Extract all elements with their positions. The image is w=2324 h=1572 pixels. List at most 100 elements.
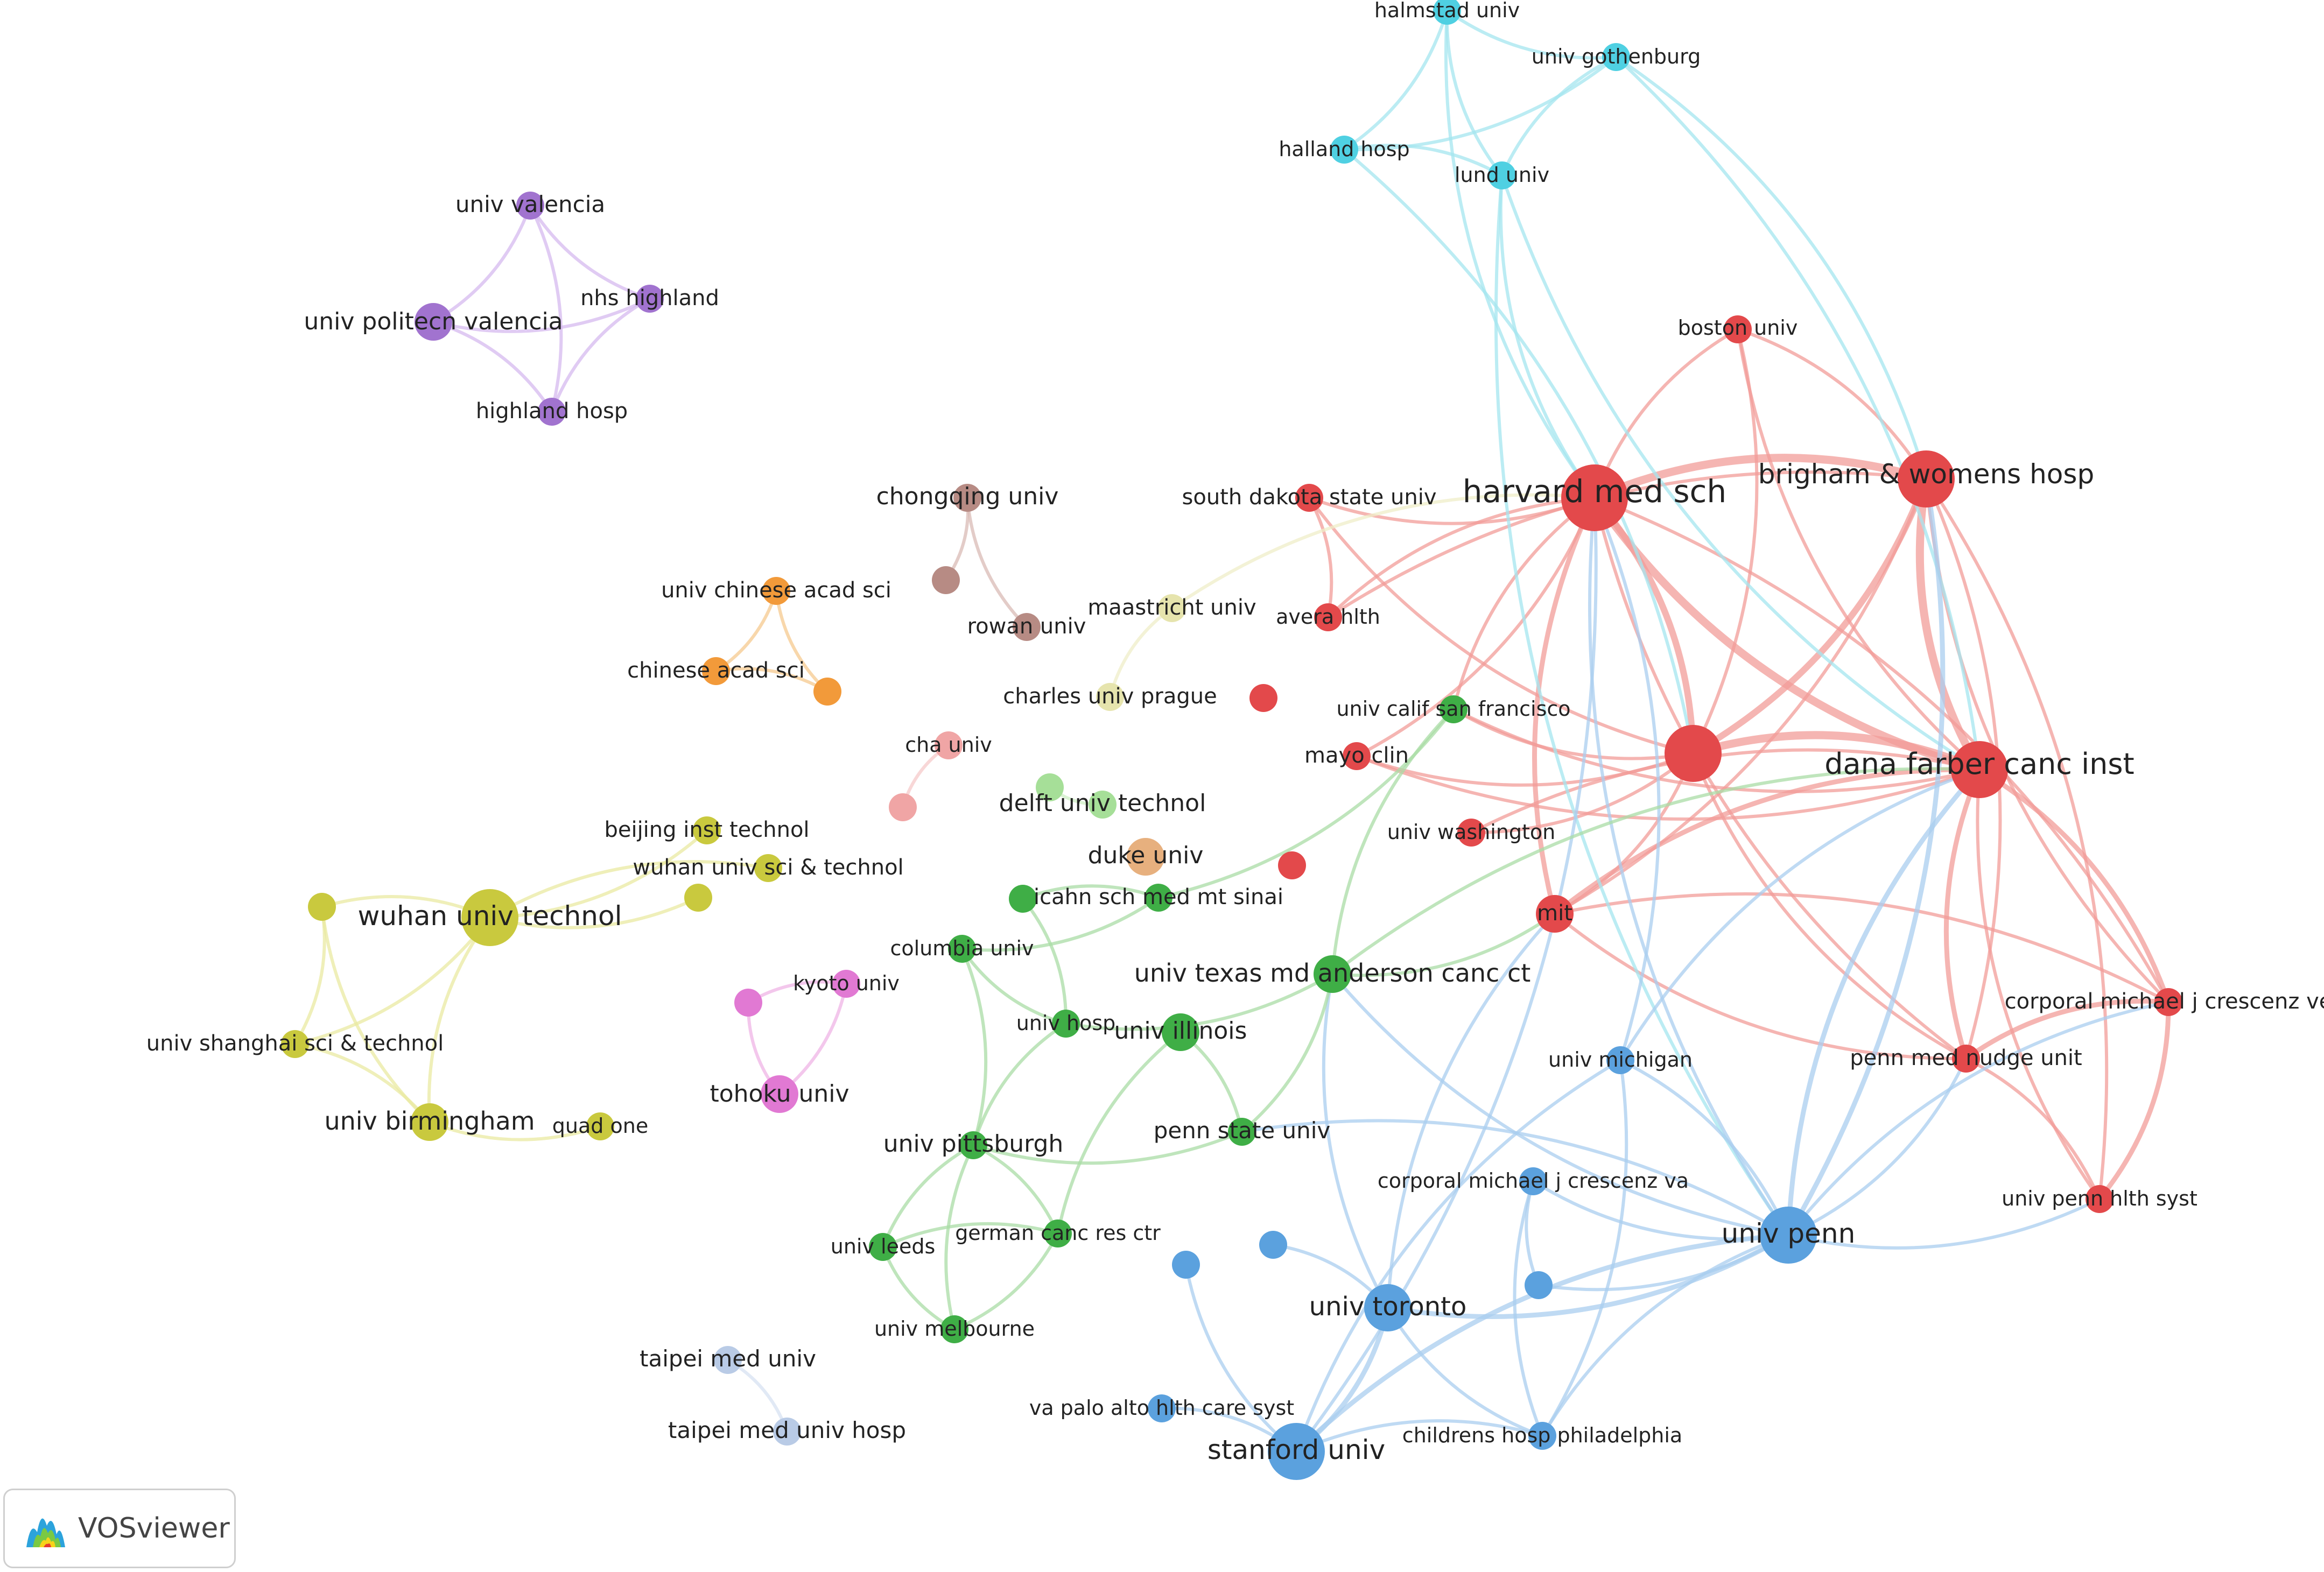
link-lund-dfci — [1500, 175, 1981, 771]
node-lightredsmall[interactable] — [889, 793, 917, 821]
node-upenn[interactable] — [1760, 1207, 1817, 1264]
label-upv: univ politecn valencia — [304, 308, 563, 335]
node-birmingham[interactable] — [411, 1103, 448, 1141]
node-taipei[interactable] — [714, 1346, 742, 1374]
node-usst[interactable] — [281, 1030, 309, 1058]
node-gothenburg[interactable] — [1602, 43, 1630, 71]
node-nudge[interactable] — [1952, 1045, 1980, 1073]
label-lund: lund univ — [1455, 163, 1549, 187]
node-halmstad[interactable] — [1433, 0, 1461, 25]
link-sdsu-avera — [1308, 497, 1333, 618]
node-rowan[interactable] — [1013, 613, 1041, 641]
node-halland[interactable] — [1330, 136, 1358, 164]
link-valencia-highlandhosp — [529, 205, 563, 412]
link-usst-birmingham — [294, 1042, 431, 1123]
node-charles[interactable] — [1096, 683, 1124, 711]
node-cha[interactable] — [935, 731, 963, 759]
node-lightgreensmall[interactable] — [1036, 773, 1064, 801]
node-avera[interactable] — [1314, 603, 1342, 631]
node-pennhlth[interactable] — [2086, 1185, 2114, 1213]
node-orangesmall[interactable] — [813, 678, 841, 706]
link-mdanderson-mit — [1332, 912, 1556, 977]
link-pennhlth-cmjcve — [2097, 1002, 2171, 1201]
node-redsmall2[interactable] — [1278, 851, 1306, 879]
node-pitt[interactable] — [959, 1131, 987, 1159]
link-whut-usst — [294, 917, 492, 1046]
node-mdanderson[interactable] — [1314, 955, 1351, 993]
link-whut-beijing — [489, 829, 708, 919]
node-stanford[interactable] — [1268, 1423, 1325, 1480]
node-cmjcve[interactable] — [2154, 988, 2182, 1016]
node-ucsf[interactable] — [1440, 695, 1468, 723]
link-mdanderson-pennstate — [1241, 974, 1334, 1133]
link-icahn-columbia — [961, 896, 1160, 952]
link-whut-birmingham — [427, 917, 492, 1123]
link-nudge-pennhlth — [1965, 1057, 2101, 1200]
link-pitt-dkfz — [972, 1144, 1059, 1235]
node-pennstate[interactable] — [1228, 1118, 1256, 1146]
label-kyoto: kyoto univ — [793, 971, 900, 995]
node-umich[interactable] — [1606, 1046, 1634, 1074]
node-redsmall1[interactable] — [1249, 684, 1277, 712]
node-delft[interactable] — [1089, 791, 1117, 819]
link-gothenburg-lund — [1500, 55, 1617, 177]
node-tohoku[interactable] — [761, 1075, 798, 1113]
node-maastricht[interactable] — [1158, 594, 1186, 622]
node-illinois[interactable] — [1162, 1013, 1199, 1051]
node-bostonu[interactable] — [1724, 315, 1752, 343]
node-dkfz[interactable] — [1044, 1219, 1072, 1247]
node-nhshighland[interactable] — [636, 285, 664, 313]
node-kyoto[interactable] — [832, 970, 860, 998]
node-melbourne[interactable] — [940, 1315, 968, 1343]
node-vapalo[interactable] — [1148, 1394, 1176, 1422]
node-ucas[interactable] — [762, 577, 790, 605]
node-bluesmall2[interactable] — [1259, 1231, 1287, 1259]
node-columbia[interactable] — [948, 935, 976, 963]
node-taipeihosp[interactable] — [773, 1418, 801, 1446]
node-cmjcva[interactable] — [1519, 1167, 1547, 1195]
node-highlandhosp[interactable] — [538, 398, 566, 426]
node-dfci[interactable] — [1951, 741, 2008, 798]
node-uwash[interactable] — [1457, 819, 1485, 847]
node-sdsu[interactable] — [1295, 484, 1323, 512]
node-harvard[interactable] — [1561, 464, 1628, 531]
node-greensmall[interactable] — [1009, 885, 1037, 913]
link-upenn-bluesmall3 — [1538, 1233, 1789, 1292]
vosviewer-badge[interactable]: VOSviewer — [3, 1489, 236, 1568]
node-redbig[interactable] — [1665, 725, 1722, 782]
node-duke[interactable] — [1127, 838, 1164, 876]
node-brigham[interactable] — [1898, 450, 1955, 507]
node-wust[interactable] — [754, 854, 782, 882]
node-yellowsmall1[interactable] — [684, 884, 712, 912]
node-chongqing[interactable] — [953, 484, 981, 512]
node-upv[interactable] — [415, 303, 452, 341]
node-lund[interactable] — [1488, 161, 1516, 189]
label-uwash: univ washington — [1387, 820, 1556, 844]
label-highlandhosp: highland hosp — [476, 399, 628, 424]
link-halland-redbig — [1343, 148, 1695, 754]
node-quadone[interactable] — [586, 1112, 614, 1140]
link-chongqing-rowan — [966, 497, 1028, 629]
link-upenn-chop — [1541, 1233, 1789, 1437]
node-valencia[interactable] — [516, 192, 544, 220]
node-bluesmall1[interactable] — [1172, 1251, 1200, 1279]
node-univhosp[interactable] — [1052, 1010, 1080, 1038]
node-icahn[interactable] — [1145, 884, 1172, 912]
node-chop[interactable] — [1528, 1422, 1556, 1450]
link-upenn-cmjcve — [1787, 1000, 2169, 1236]
link-valencia-nhshighland — [529, 205, 650, 300]
node-bluesmall3[interactable] — [1525, 1271, 1553, 1299]
node-whut[interactable] — [461, 889, 518, 946]
node-brownsmall[interactable] — [932, 566, 960, 594]
node-mit[interactable] — [1536, 895, 1574, 933]
node-pinksmall[interactable] — [734, 989, 762, 1017]
node-beijing[interactable] — [693, 816, 721, 844]
node-mayo[interactable] — [1343, 742, 1371, 770]
node-utoronto[interactable] — [1364, 1284, 1412, 1331]
node-yellowsmall2[interactable] — [308, 893, 336, 921]
label-pennhlth: univ penn hlth syst — [2002, 1187, 2197, 1210]
node-cas[interactable] — [702, 657, 730, 685]
link-pitt-melbourne — [944, 1144, 975, 1330]
node-leeds[interactable] — [869, 1233, 897, 1261]
